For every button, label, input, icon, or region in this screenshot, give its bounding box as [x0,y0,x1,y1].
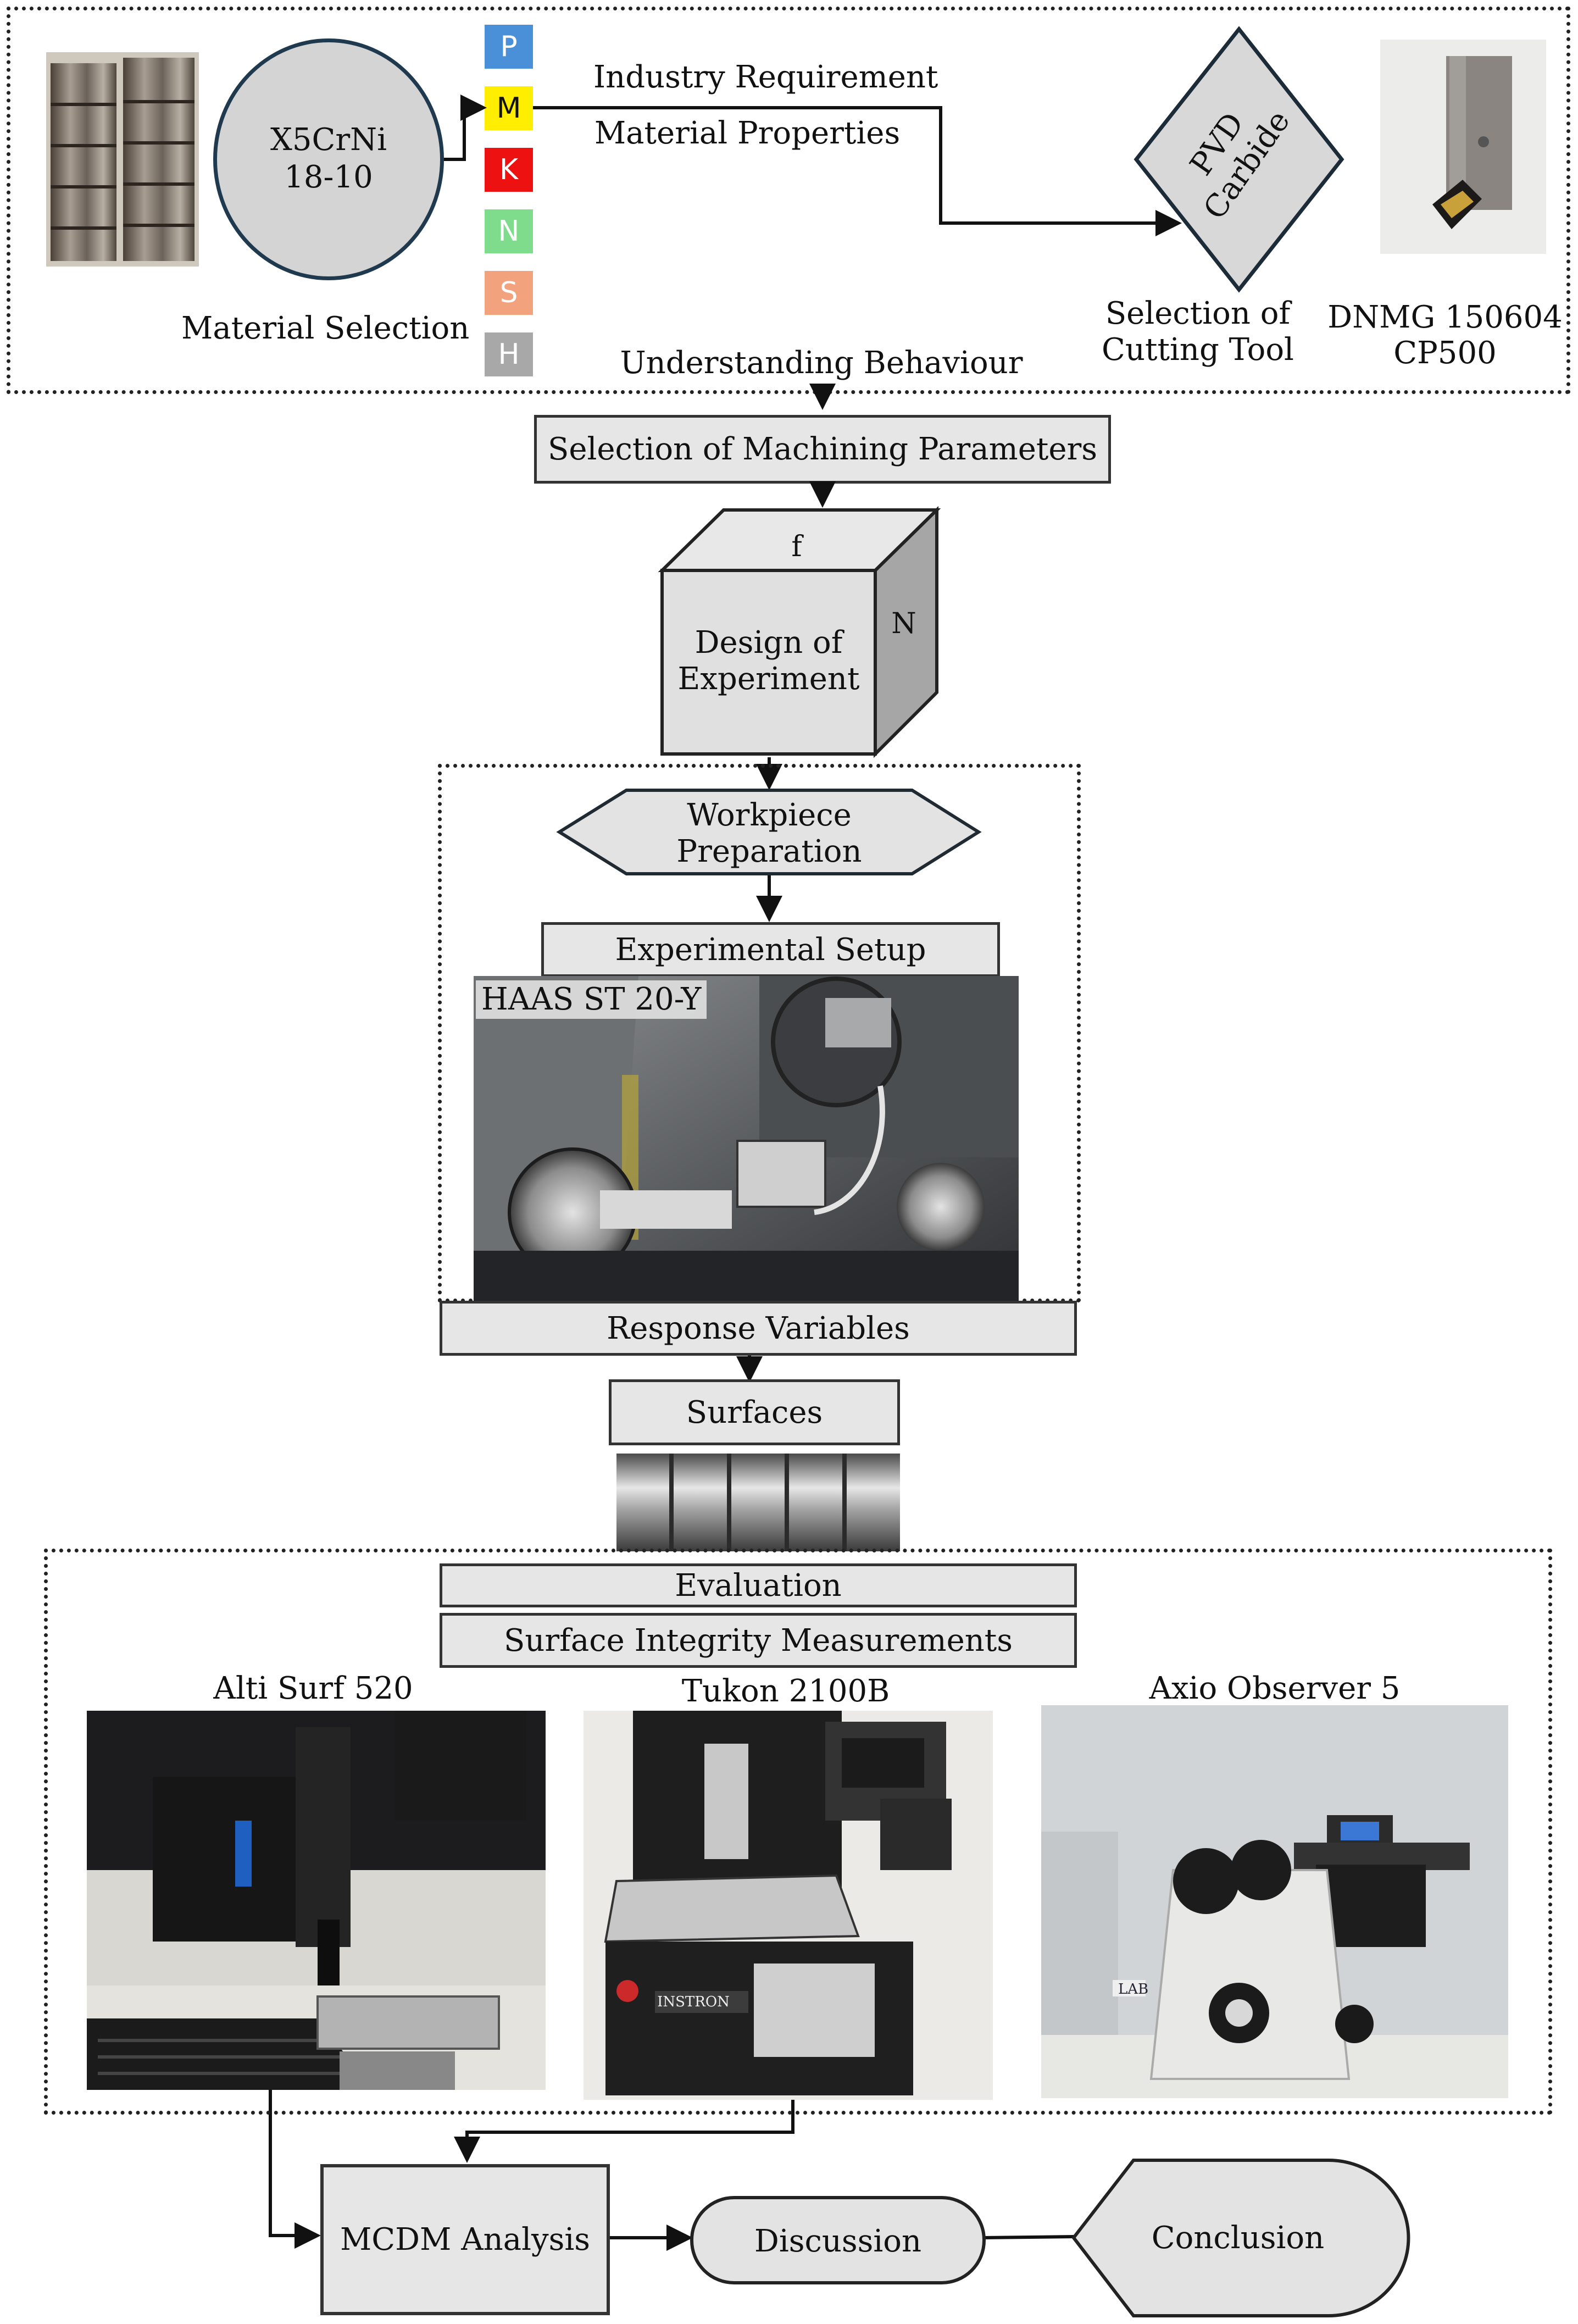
understanding-behaviour-label: Understanding Behaviour [620,345,1023,381]
instrument3-label: Axio Observer 5 [1149,1671,1401,1706]
profilometer-photo [87,1711,546,2090]
iso-group-badge-k: K [485,148,533,192]
evaluation-section-frame [44,1549,1552,2115]
insert-designation-line1: DNMG 150604 [1327,299,1563,335]
iso-group-badge-n: N [485,209,533,253]
hardness-tester-photo: INSTRON [584,1711,993,2100]
industry-requirement-label: Industry Requirement [593,59,938,95]
doe-cube: f N Design of Experiment [658,506,941,758]
material-selection-label: Material Selection [181,310,470,346]
workpiece-line1: Workpiece [687,797,852,833]
instron-brand-text: INSTRON [657,1994,730,2010]
response-variables-box: Response Variables [440,1301,1077,1356]
surfaces-box: Surfaces [609,1379,900,1445]
insert-designation-line2: CP500 [1393,335,1497,371]
iso-group-badge-p: P [485,25,533,69]
instrument2-label: Tukon 2100B [681,1673,890,1709]
material-circle [213,38,444,280]
material-properties-label: Material Properties [594,115,901,151]
material-name-line2: 18-10 [284,159,373,195]
cnc-lathe-photo [474,976,1019,1303]
top-connectors [444,95,1182,410]
lab-tag-text: LAB [1118,1981,1148,1998]
tool-diamond: PVD Carbide [1134,26,1344,293]
workpiece-line2: Preparation [676,834,862,869]
experimental-setup-box: Experimental Setup [541,922,1000,977]
cutting-tool-photo [1380,40,1546,254]
discussion-label: Discussion [754,2223,921,2259]
steel-bars-photo [46,52,199,267]
iso-group-badge-s: S [485,271,533,315]
conclusion-display-shape: Conclusion [1071,2159,1410,2317]
conclusion-label: Conclusion [1152,2220,1324,2256]
discussion-terminator: Discussion [690,2196,986,2284]
doe-line1: Design of [695,625,845,661]
evaluation-box: Evaluation [440,1563,1077,1607]
microscope-photo: LAB [1041,1705,1508,2098]
selection-cutting-tool-line2: Cutting Tool [1102,332,1294,368]
machine-name-label: HAAS ST 20-Y [476,980,707,1019]
selection-cutting-tool-line1: Selection of [1105,296,1291,331]
selection-machining-parameters-box: Selection of Machining Parameters [534,415,1111,484]
machined-workpiece-image [616,1454,900,1551]
doe-line2: Experiment [678,661,860,697]
instrument1-label: Alti Surf 520 [213,1671,413,1706]
workpiece-preparation-hexagon: Workpiece Preparation [556,789,982,875]
iso-group-badge-h: H [485,332,533,376]
material-name-line1: X5CrNi [270,122,387,158]
surface-integrity-box: Surface Integrity Measurements [440,1613,1077,1668]
iso-group-badge-m: M [485,86,533,130]
doe-top-label: f [791,530,804,563]
top-section-frame [7,7,1570,394]
doe-side-label: N [891,607,916,640]
mcdm-analysis-box: MCDM Analysis [320,2164,610,2315]
